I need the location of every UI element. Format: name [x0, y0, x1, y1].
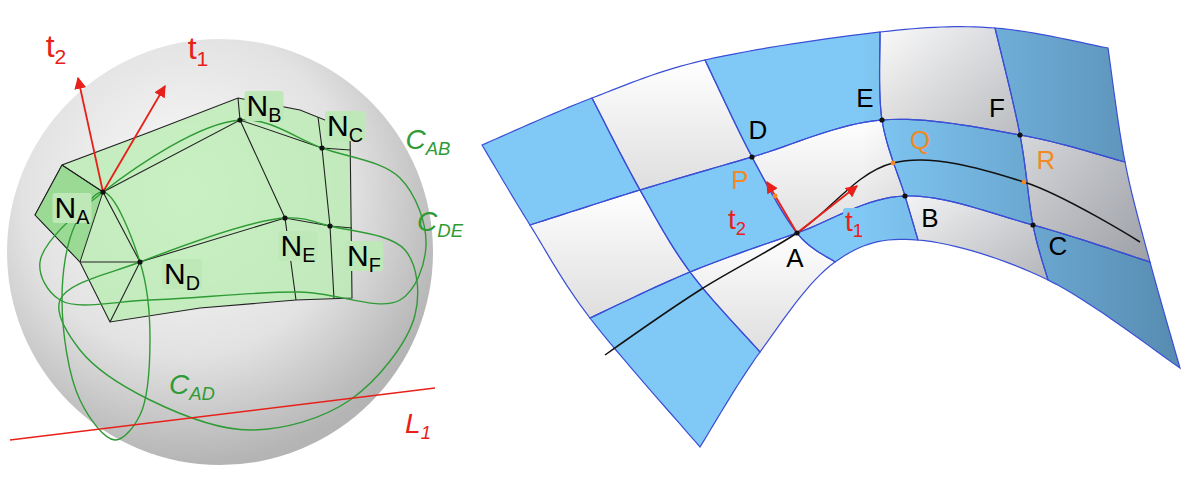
label-main: t: [46, 28, 55, 64]
label-subscript: 1: [197, 47, 209, 70]
label-main: C: [1049, 231, 1068, 261]
label-subscript: 2: [55, 45, 67, 68]
label-main: t: [845, 206, 853, 237]
normal-patch: [35, 98, 352, 322]
vertex-dot: [1030, 222, 1035, 227]
vertex-dot: [879, 117, 884, 122]
vertex-dot: [237, 117, 242, 122]
label-subscript: 1: [421, 422, 431, 443]
point-label: F: [987, 95, 1007, 121]
midpoint-dot: [773, 194, 778, 199]
point-label: P: [729, 167, 750, 193]
tangent-arrow: [767, 182, 797, 233]
tangent-arrow: [78, 78, 103, 192]
label-main: N: [327, 109, 349, 142]
normal-label: ND: [162, 259, 202, 289]
normal-label: NB: [245, 91, 284, 121]
label-main: F: [989, 93, 1005, 123]
point-label: D: [747, 117, 770, 143]
label-subscript: E: [302, 244, 315, 266]
label-main: N: [247, 89, 269, 122]
label-main: t: [188, 30, 197, 66]
point-label: Q: [908, 127, 932, 153]
cell-shading: [797, 196, 918, 262]
vertex-dot: [1017, 132, 1022, 137]
vertex-dot: [327, 223, 332, 228]
label-main: t: [728, 204, 736, 235]
label-main: P: [731, 165, 748, 195]
vector-label: t1: [186, 32, 211, 64]
curvature-line: [605, 160, 1140, 355]
vertex-dot: [749, 154, 754, 159]
midpoint-dot: [1022, 180, 1027, 185]
label-main: C: [417, 206, 437, 237]
midpoint-dot: [891, 161, 896, 166]
vertex-dot: [794, 230, 799, 235]
line-label: L1: [403, 410, 433, 438]
cell-shading: [690, 233, 835, 352]
patch-line: [62, 165, 140, 322]
point-label: A: [784, 245, 805, 271]
surface-figure: [482, 27, 1180, 447]
vector-label: t1: [843, 208, 865, 236]
label-main: B: [921, 203, 938, 233]
label-main: N: [164, 257, 186, 290]
vertex-dot: [137, 259, 142, 264]
cell-shading: [905, 196, 1048, 280]
cell-shading: [1033, 225, 1180, 368]
patch-line: [318, 117, 334, 299]
circle-label: CDE: [415, 208, 465, 236]
normal-label: NE: [279, 231, 318, 261]
point-label: B: [919, 205, 940, 231]
label-main: N: [347, 239, 369, 272]
label-main: A: [786, 243, 803, 273]
vertex-dot: [100, 189, 105, 194]
label-subscript: D: [186, 272, 200, 294]
vertex-dot: [319, 145, 324, 150]
tangent-arrow: [103, 86, 165, 192]
normal-label: NC: [325, 111, 365, 141]
curvature-circle: [62, 192, 150, 440]
label-main: L: [405, 408, 421, 439]
normal-label: NA: [53, 193, 92, 223]
point-label: R: [1035, 147, 1058, 173]
sphere-figure: [7, 39, 435, 465]
label-subscript: B: [268, 104, 281, 126]
label-subscript: AB: [426, 138, 451, 159]
label-subscript: DE: [437, 220, 463, 241]
vertex-dot: [282, 215, 287, 220]
curvature-circle: [59, 218, 418, 430]
vector-label: t2: [726, 206, 748, 234]
label-main: C: [406, 124, 426, 155]
label-subscript: C: [349, 124, 363, 146]
label-subscript: 1: [853, 220, 863, 241]
label-subscript: F: [369, 254, 381, 276]
vector-label: t2: [44, 30, 69, 62]
label-main: R: [1037, 145, 1056, 175]
axis-line: [10, 388, 435, 440]
patch-line: [238, 98, 296, 300]
point-label: C: [1047, 233, 1070, 259]
circle-label: CAB: [404, 126, 453, 154]
point-label: E: [854, 85, 875, 111]
sphere: [7, 39, 433, 465]
label-main: Q: [910, 125, 930, 155]
circle-label: CAD: [167, 371, 217, 399]
label-subscript: A: [76, 206, 89, 228]
label-main: N: [281, 229, 303, 262]
vertex-dot: [902, 193, 907, 198]
label-main: N: [55, 191, 77, 224]
normal-label: NF: [345, 241, 383, 271]
label-main: E: [856, 83, 873, 113]
label-main: C: [169, 369, 189, 400]
label-main: D: [749, 115, 768, 145]
label-subscript: AD: [189, 383, 215, 404]
patch-line: [103, 120, 350, 192]
label-subscript: 2: [736, 218, 746, 239]
